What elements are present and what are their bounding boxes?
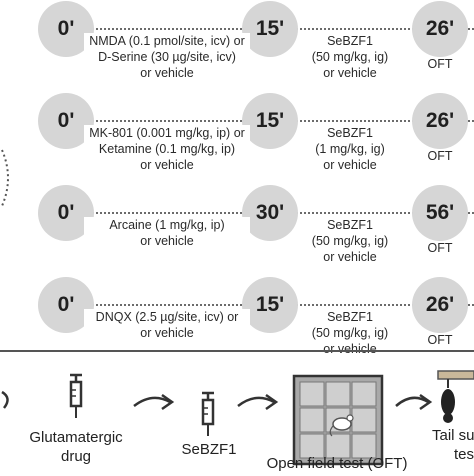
tail-suspension-icon (437, 370, 474, 423)
treatment-line: (1 mg/kg, ig) (315, 142, 385, 156)
arrow-icon (133, 393, 175, 411)
drug-line: or vehicle (140, 326, 194, 340)
label-line: drug (60, 448, 92, 465)
sebzf1-label: SeBZF1 (181, 441, 237, 458)
drug-line: Ketamine (0.1 mg/kg, ip) (98, 142, 236, 156)
label-line: Glutamatergic (29, 429, 123, 446)
drug-label: DNQX (2.5 µg/site, icv) or or vehicle (84, 309, 250, 341)
drug-label: NMDA (0.1 pmol/site, icv) or D-Serine (3… (84, 33, 250, 81)
oft-label: OFT (420, 241, 460, 255)
drug-line: or vehicle (140, 158, 194, 172)
arrow-icon (1, 390, 9, 409)
time-1-circle: 15' (242, 277, 298, 333)
glutamatergic-drug-label: Glutamatergic drug (20, 428, 132, 466)
drug-line: or vehicle (140, 234, 194, 248)
treatment-label: SeBZF1 (50 mg/kg, ig) or vehicle (302, 33, 398, 81)
label-line: test (454, 446, 474, 463)
treatment-line: SeBZF1 (327, 126, 373, 140)
drug-label: Arcaine (1 mg/kg, ip) or vehicle (84, 217, 250, 249)
drug-line: DNQX (2.5 µg/site, icv) or (95, 310, 239, 324)
treatment-line: or vehicle (323, 66, 377, 80)
treatment-label: SeBZF1 (50 mg/kg, ig) or vehicle (302, 309, 398, 357)
drug-line: MK-801 (0.001 mg/kg, ip) or (89, 126, 245, 140)
protocol-row-1: 0' 15' 26' NMDA (0.1 pmol/site, icv) or … (0, 1, 474, 85)
treatment-line: or vehicle (323, 342, 377, 356)
procedure-panel: Glutamatergic drug SeBZF1 Open field tes… (0, 350, 474, 476)
treatment-label: SeBZF1 (1 mg/kg, ig) or vehicle (302, 125, 398, 173)
arrow-icon (237, 393, 279, 411)
arrow-icon (395, 393, 433, 411)
time-2-circle: 26' (412, 1, 468, 57)
time-2-circle: 26' (412, 277, 468, 333)
treatment-line: SeBZF1 (327, 34, 373, 48)
treatment-line: (50 mg/kg, ig) (311, 234, 389, 248)
drug-label: MK-801 (0.001 mg/kg, ip) or Ketamine (0.… (84, 125, 250, 173)
treatment-label: SeBZF1 (50 mg/kg, ig) or vehicle (302, 217, 398, 265)
oft-label: OFT (420, 57, 460, 71)
oft-procedure-label: Open field test (OFT) (266, 455, 408, 472)
treatment-line: (50 mg/kg, ig) (311, 326, 389, 340)
drug-line: Arcaine (1 mg/kg, ip) (109, 218, 225, 232)
drug-line: or vehicle (140, 66, 194, 80)
time-1-circle: 15' (242, 1, 298, 57)
mouse-icon (332, 417, 352, 431)
time-1-circle: 15' (242, 93, 298, 149)
drug-line: D-Serine (30 µg/site, icv) (98, 50, 236, 64)
label-line: Tail su (432, 427, 474, 444)
syringe-icon (201, 391, 215, 436)
open-field-arena-icon (292, 374, 384, 466)
time-1-circle: 30' (242, 185, 298, 241)
protocol-row-4: 0' 15' 26' DNQX (2.5 µg/site, icv) or or… (0, 277, 474, 361)
treatment-line: SeBZF1 (327, 218, 373, 232)
treatment-line: or vehicle (323, 158, 377, 172)
treatment-line: or vehicle (323, 250, 377, 264)
oft-label: OFT (420, 333, 460, 347)
oft-label: OFT (420, 149, 460, 163)
tail-suspension-label: Tail su test (432, 426, 474, 464)
protocol-row-2: 0' 15' 26' MK-801 (0.001 mg/kg, ip) or K… (0, 93, 474, 177)
time-2-circle: 26' (412, 93, 468, 149)
treatment-line: (50 mg/kg, ig) (311, 50, 389, 64)
time-2-circle: 56' (412, 185, 468, 241)
treatment-line: SeBZF1 (327, 310, 373, 324)
protocol-row-3: 0' 30' 56' Arcaine (1 mg/kg, ip) or vehi… (0, 185, 474, 269)
drug-line: NMDA (0.1 pmol/site, icv) or (89, 34, 245, 48)
syringe-icon (69, 373, 83, 418)
